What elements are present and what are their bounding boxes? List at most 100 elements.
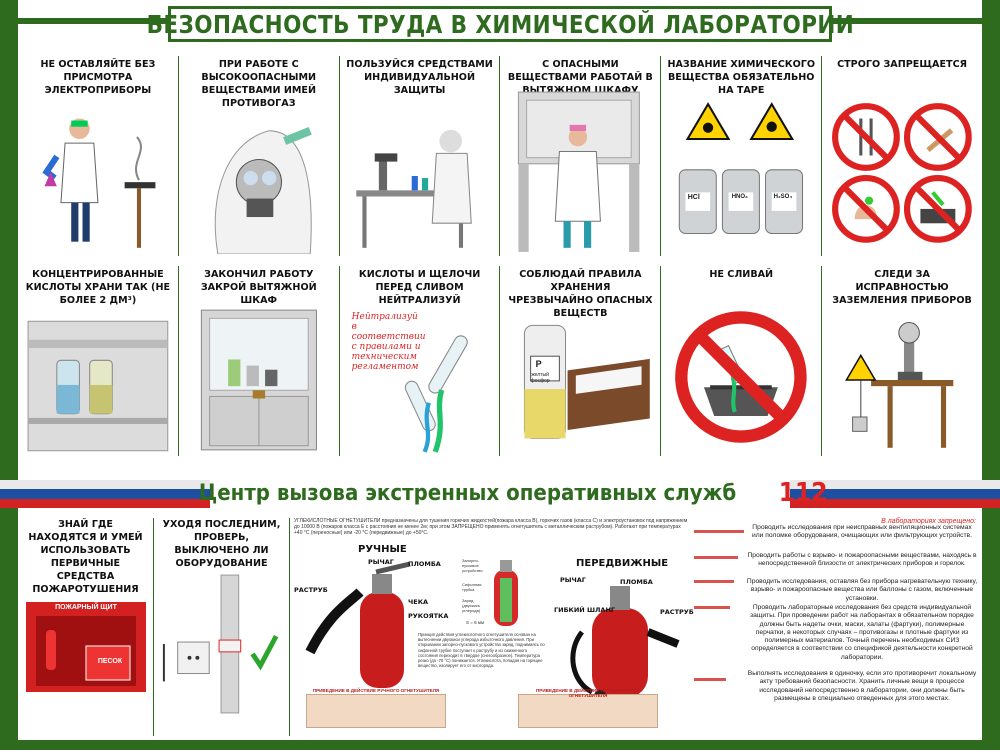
prohibition-signs [830, 96, 974, 254]
pin-label: ЧЕКА [408, 598, 429, 606]
red-line [694, 606, 730, 609]
rule-title: ПОЛЬЗУЙСЯ СРЕДСТВАМИ ИНДИВИДУАЛЬНОЙ ЗАЩИ… [346, 59, 493, 96]
ppe-illustration [348, 100, 492, 254]
prohibited-item: Проводить исследования при неисправных в… [752, 524, 972, 540]
no-smoking-icon [904, 103, 972, 171]
switch-off-cell: УХОДЯ ПОСЛЕДНИМ, ПРОВЕРЬ, ВЫКЛЮЧЕНО ЛИ О… [154, 518, 290, 736]
mobile-steps [518, 694, 658, 728]
prohibited-list: В лабораториях запрещено: Проводить иссл… [694, 518, 982, 736]
fire-shield-label: ПОЖАРНЫЙ ЩИТ [55, 604, 117, 611]
no-drain-illustration [669, 300, 813, 454]
extinguisher-section: УГЛЕКИСЛОТНЫЕ ОГНЕТУШИТЕЛИ предназначены… [290, 518, 694, 736]
socket-pipe-icon [162, 574, 279, 714]
co2-intro: УГЛЕКИСЛОТНЫЕ ОГНЕТУШИТЕЛИ предназначены… [294, 518, 688, 537]
closed-hood-icon [200, 309, 317, 451]
mobile-steps-title: ПРИВЕДЕНИЕ В ДЕЙСТВИЕ ПЕРЕДВИЖНОГО ОГНЕТ… [535, 688, 641, 698]
prohibited-item: Проводить работы с взрыво- и пожароопасн… [747, 552, 977, 568]
page-title: БЕЗОПАСНОСТЬ ТРУДА В ХИМИЧЕСКОЙ ЛАБОРАТО… [146, 9, 854, 39]
red-line [694, 678, 726, 681]
rule-cell-11: НЕ СЛИВАЙ [661, 266, 823, 456]
hazard-jars-icon [679, 102, 804, 234]
test-tubes-illustration [400, 326, 492, 454]
prohibition-icons [832, 103, 972, 243]
rule-title: НЕ СЛИВАЙ [709, 269, 774, 280]
no-touching-icon [832, 175, 900, 243]
rule-cell-4: С ОПАСНЫМИ ВЕЩЕСТВАМИ РАБОТАЙ В ВЫТЯЖНОМ… [500, 56, 662, 256]
radiation-icon [703, 122, 714, 133]
skull-icon [766, 121, 778, 132]
scientist-icon [42, 118, 156, 248]
manual-extinguisher-icon [305, 562, 411, 688]
acid-cabinet-illustration [26, 318, 170, 454]
title-bar: БЕЗОПАСНОСТЬ ТРУДА В ХИМИЧЕСКОЙ ЛАБОРАТО… [0, 0, 1000, 44]
prohibited-item: Проводить исследования, оставляя без при… [746, 578, 978, 602]
rule-cell-6: СТРОГО ЗАПРЕЩАЕТСЯ [822, 56, 982, 256]
rule-title: СТРОГО ЗАПРЕЩАЕТСЯ [837, 59, 967, 70]
rule-cell-12: СЛЕДИ ЗА ИСПРАВНОСТЬЮ ЗАЗЕМЛЕНИЯ ПРИБОРО… [822, 266, 982, 456]
cutaway-label: Запорно-пусковое устройство [462, 558, 483, 573]
gasmask-icon [214, 126, 312, 254]
jar-letter: P [535, 358, 542, 369]
title-stripe-left [0, 18, 170, 24]
fire-equipment-cell: ЗНАЙ ГДЕ НАХОДЯТСЯ И УМЕЙ ИСПОЛЬЗОВАТЬ П… [18, 518, 154, 736]
rule-title: ЗАКОНЧИЛ РАБОТУ ЗАКРОЙ ВЫТЯЖНОЙ ШКАФ [200, 269, 317, 306]
prohibited-item: Проводить лабораторные исследования без … [750, 604, 974, 661]
seal2-label: ПЛОМБА [620, 578, 653, 586]
cutaway-label: Заряд (двуокись углерода) [462, 598, 481, 613]
title-stripe-right [830, 18, 1000, 24]
bottom-section: ЗНАЙ ГДЕ НАХОДЯТСЯ И УМЕЙ ИСПОЛЬЗОВАТЬ П… [18, 518, 982, 736]
manual-heading: РУЧНЫЕ [358, 544, 407, 555]
rule-title: НАЗВАНИЕ ХИМИЧЕСКОГО ВЕЩЕСТВА ОБЯЗАТЕЛЬН… [667, 59, 816, 96]
rule-title: ЗНАЙ ГДЕ НАХОДЯТСЯ И УМЕЙ ИСПОЛЬЗОВАТЬ П… [28, 519, 143, 595]
fume-hood-icon [518, 91, 641, 252]
phosphorus-jar-icon [524, 324, 651, 439]
jar-label: HNO₃ [731, 193, 748, 200]
horn2-label: РАСТРУБ [660, 608, 694, 616]
seal-label: ПЛОМБА [408, 560, 441, 568]
rule-cell-8: ЗАКОНЧИЛ РАБОТУ ЗАКРОЙ ВЫТЯЖНОЙ ШКАФ [179, 266, 340, 456]
scientist-illustration [26, 100, 170, 254]
rules-row-1: НЕ ОСТАВЛЯЙТЕ БЕЗ ПРИСМОТРА ЭЛЕКТРОПРИБО… [18, 56, 982, 256]
gasmask-illustration [187, 100, 331, 254]
principle-text: Принцип действия углекислотного огнетуши… [418, 632, 545, 669]
cutaway-label: Сифонная трубка [462, 582, 482, 592]
jar-label: H₂SO₄ [773, 193, 793, 200]
rule-title: УХОДЯ ПОСЛЕДНИМ, ПРОВЕРЬ, ВЫКЛЮЧЕНО ЛИ О… [162, 519, 281, 569]
rule-title: СЛЕДИ ЗА ИСПРАВНОСТЬЮ ЗАЗЕМЛЕНИЯ ПРИБОРО… [832, 269, 972, 306]
sand-label: ПЕСОК [97, 658, 123, 665]
labeled-jars-illustration: HCl HNO₃ H₂SO₄ [669, 100, 813, 254]
handle-label: РУКОЯТКА [408, 612, 449, 620]
acid-cabinet-icon [27, 320, 169, 452]
mobile-heading: ПЕРЕДВИЖНЫЕ [576, 558, 669, 569]
rule-title: С ОПАСНЫМИ ВЕЩЕСТВАМИ РАБОТАЙ В ВЫТЯЖНОМ… [507, 59, 653, 96]
manual-steps [306, 694, 446, 728]
rule-cell-2: ПРИ РАБОТЕ С ВЫСОКООПАСНЫМИ ВЕЩЕСТВАМИ И… [179, 56, 340, 256]
rule-title: КИСЛОТЫ И ЩЕЛОЧИ ПЕРЕД СЛИВОМ НЕЙТРАЛИЗУ… [358, 269, 481, 306]
rule-cell-7: КОНЦЕНТРИРОВАННЫЕ КИСЛОТЫ ХРАНИ ТАК (НЕ … [18, 266, 179, 456]
no-eating-icon [832, 103, 900, 171]
rule-title: ПРИ РАБОТЕ С ВЫСОКООПАСНЫМИ ВЕЩЕСТВАМИ И… [201, 59, 317, 109]
rule-title: КОНЦЕНТРИРОВАННЫЕ КИСЛОТЫ ХРАНИ ТАК (НЕ … [25, 269, 171, 306]
rule-cell-3: ПОЛЬЗУЙСЯ СРЕДСТВАМИ ИНДИВИДУАЛЬНОЙ ЗАЩИ… [340, 56, 501, 256]
cutaway-note: S = 6 мм [466, 620, 485, 625]
emergency-banner: Центр вызова экстренных оперативных служ… [0, 470, 1000, 514]
jar-label: HCl [687, 193, 700, 201]
red-line [694, 580, 734, 583]
grounding-icon [845, 321, 954, 448]
rule-cell-5: НАЗВАНИЕ ХИМИЧЕСКОГО ВЕЩЕСТВА ОБЯЗАТЕЛЬН… [661, 56, 823, 256]
test-tubes-icon [404, 335, 468, 453]
fire-shield-icon [26, 602, 146, 692]
socket-icon [177, 641, 210, 675]
rule-cell-9: КИСЛОТЫ И ЩЕЛОЧИ ПЕРЕД СЛИВОМ НЕЙТРАЛИЗУ… [340, 266, 501, 456]
red-line [694, 556, 738, 559]
emergency-text: Центр вызова экстренных оперативных служ… [199, 480, 737, 506]
horn-label: РАСТРУБ [294, 586, 328, 594]
title-box: БЕЗОПАСНОСТЬ ТРУДА В ХИМИЧЕСКОЙ ЛАБОРАТО… [146, 6, 853, 42]
closed-hood-illustration [187, 306, 331, 454]
lever-label: РЫЧАГ [368, 558, 394, 566]
cutaway-icon [494, 560, 518, 626]
flag-stripe-right [760, 480, 1000, 508]
no-pouring-icon [904, 175, 972, 243]
manual-steps-title: ПРИВЕДЕНИЕ В ДЕЙСТВИЕ РУЧНОГО ОГНЕТУШИТЕ… [312, 688, 440, 693]
prohibited-item: Выполнять исследования в одиночку, если … [747, 670, 977, 702]
